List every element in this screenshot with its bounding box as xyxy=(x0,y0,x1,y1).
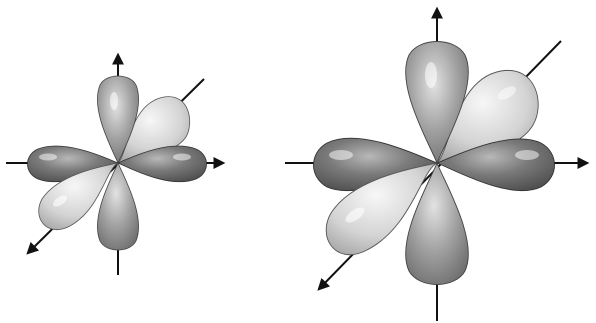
highlight-top-large xyxy=(425,62,437,88)
orbital-large xyxy=(285,9,587,321)
highlight-left-large xyxy=(329,150,353,160)
orbital-small xyxy=(6,55,223,275)
highlight-top-small xyxy=(110,92,118,110)
highlight-left-small xyxy=(39,154,57,161)
highlight-right-small xyxy=(173,154,191,161)
highlight-right-large xyxy=(515,150,539,160)
